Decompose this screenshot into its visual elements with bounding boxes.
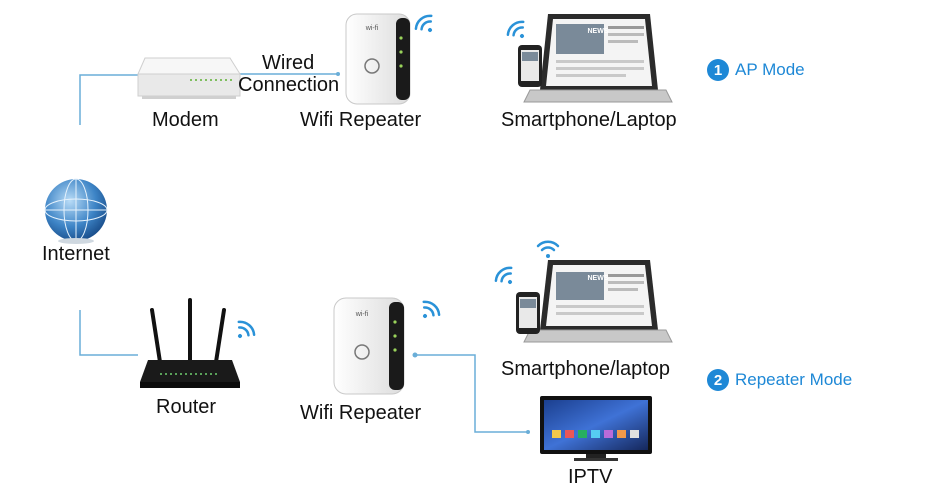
laptop-bottom-icon: NEWS [523,260,673,343]
internet-to-modem-line [79,74,138,125]
iptv-label: IPTV [568,466,613,488]
wifi-signal-icon [422,300,441,318]
repeater-top-label: Wifi Repeater [300,109,422,131]
connector-dot [412,352,418,358]
internet-to-router-line [79,310,138,356]
mode-label: AP Mode [735,60,805,79]
wifi-signal-icon [506,20,525,38]
mode-ap: 1 AP Mode [707,59,805,81]
mode-number-badge: 1 [707,59,729,81]
modem-icon [137,57,241,99]
wifi-signal-icon [414,14,433,32]
phone-bottom-icon [516,292,540,334]
repeater-to-iptv-line [415,354,528,433]
tv-icon [540,396,652,461]
wired-label: Wired [262,52,315,74]
wifi-signal-icon [494,266,513,284]
svg-text:wi-fi: wi-fi [355,311,369,318]
modem-label: Modem [152,109,219,131]
connector-dot [526,430,530,434]
router-icon [140,298,240,388]
connector-dot [336,72,340,76]
mode-label: Repeater Mode [735,370,853,389]
globe-icon [44,178,108,244]
internet-label: Internet [42,243,110,265]
router-label: Router [156,396,217,418]
mode-repeater: 2 Repeater Mode [707,369,852,391]
wifi-signal-icon [237,320,256,338]
devices-bottom-label: Smartphone/laptop [501,358,671,380]
repeater-top-icon: wi-fi [345,13,411,105]
mode-number-badge: 2 [707,369,729,391]
connector-lines [79,73,528,433]
phone-top-icon [518,45,542,87]
laptop-top-icon: NEWS [523,14,673,103]
connection-label: Connection [238,74,340,96]
news-text: NEWS [588,28,609,35]
news-text: NEWS [588,275,609,282]
repeater-bottom-label: Wifi Repeater [300,402,422,424]
svg-text:wi-fi: wi-fi [365,25,379,32]
wifi-signal-icon [536,240,560,258]
devices-top-label: Smartphone/Laptop [501,109,677,131]
repeater-bottom-icon: wi-fi [333,297,405,395]
